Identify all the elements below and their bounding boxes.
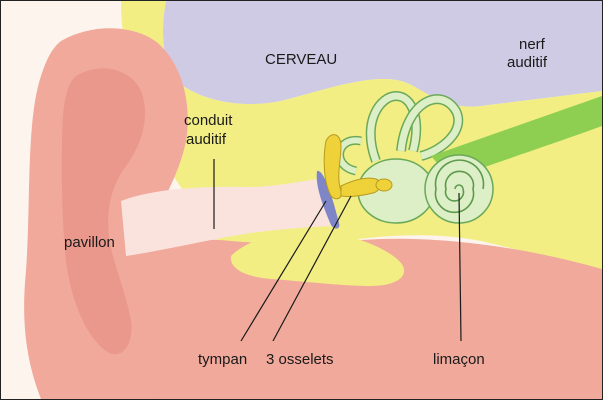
label-cochlea: limaçon bbox=[433, 351, 485, 368]
label-eardrum: tympan bbox=[198, 351, 247, 368]
label-auricle: pavillon bbox=[64, 234, 115, 251]
label-ear-canal-1: conduit bbox=[184, 112, 233, 129]
label-nerve-2: auditif bbox=[507, 54, 548, 71]
label-ear-canal-2: auditif bbox=[186, 131, 227, 148]
label-nerve-1: nerf bbox=[519, 36, 546, 53]
label-brain: CERVEAU bbox=[265, 51, 337, 68]
label-ossicles: 3 osselets bbox=[266, 351, 334, 368]
